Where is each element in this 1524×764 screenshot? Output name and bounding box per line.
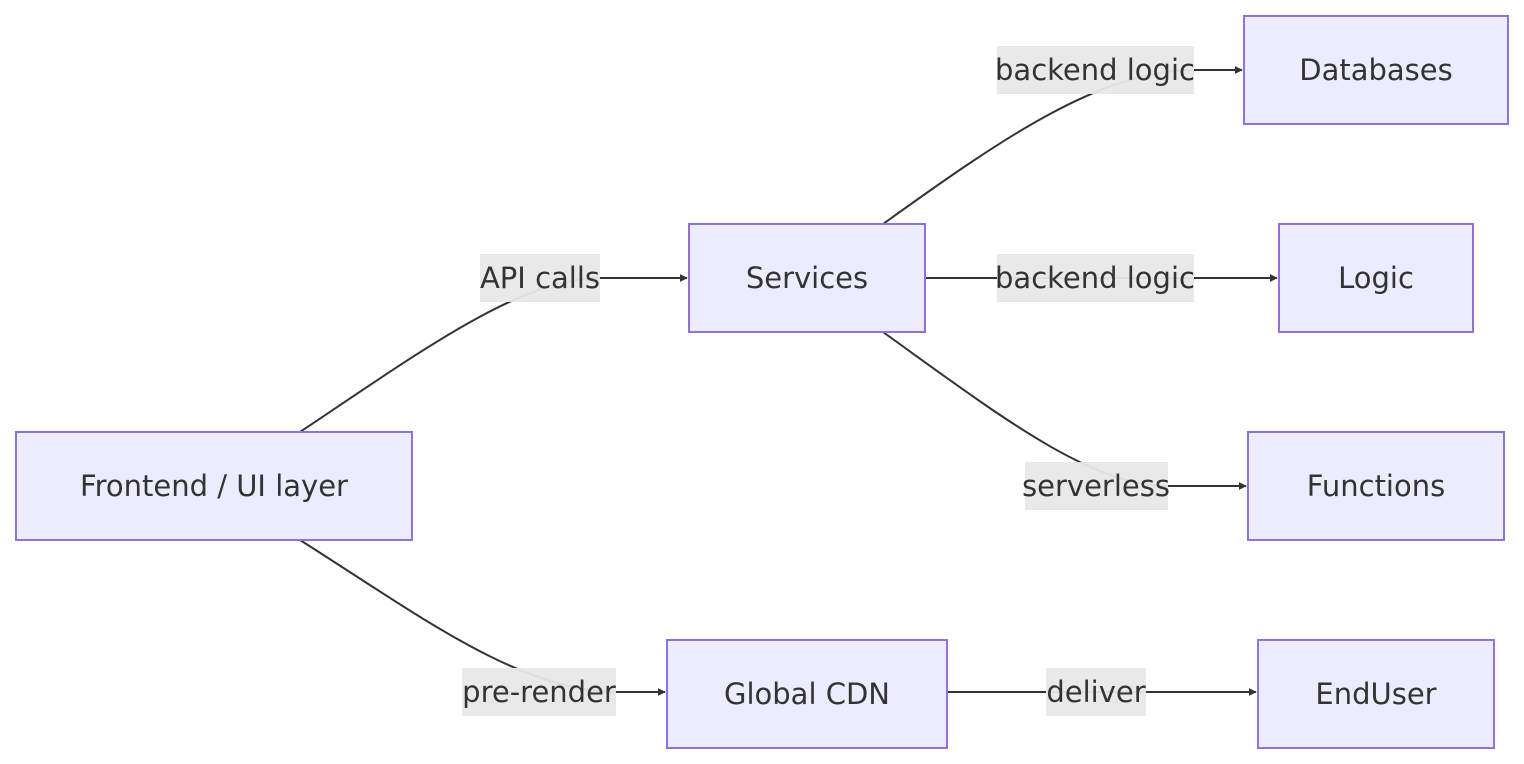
node-enduser[interactable]: EndUser xyxy=(1257,639,1495,749)
edge-labels: API calls pre-render backend logic backe… xyxy=(462,46,1195,716)
node-label: Global CDN xyxy=(724,677,890,711)
node-label: Services xyxy=(746,261,868,295)
edge-label-serverless: serverless xyxy=(1022,462,1170,510)
edge-label-text: pre-render xyxy=(462,675,616,709)
edge-label-text: backend logic xyxy=(995,53,1195,87)
node-logic[interactable]: Logic xyxy=(1278,223,1474,333)
node-label: Frontend / UI layer xyxy=(80,469,348,503)
edge-label-pre-render: pre-render xyxy=(462,668,616,716)
node-label: EndUser xyxy=(1315,677,1436,711)
nodes: Frontend / UI layer Services Databases L… xyxy=(15,15,1509,749)
edge-label-backend-logic-databases: backend logic xyxy=(995,46,1195,94)
edge-label-text: API calls xyxy=(480,261,600,295)
node-label: Functions xyxy=(1307,469,1445,503)
node-functions[interactable]: Functions xyxy=(1247,431,1505,541)
edge-label-api-calls: API calls xyxy=(480,254,600,302)
edge-label-deliver: deliver xyxy=(1046,668,1146,716)
edge-label-text: deliver xyxy=(1046,675,1145,709)
node-services[interactable]: Services xyxy=(688,223,926,333)
node-global-cdn[interactable]: Global CDN xyxy=(666,639,948,749)
node-frontend[interactable]: Frontend / UI layer xyxy=(15,431,413,541)
edge-label-backend-logic-logic: backend logic xyxy=(995,254,1195,302)
edge-label-text: backend logic xyxy=(995,261,1195,295)
edge-label-text: serverless xyxy=(1022,469,1170,503)
node-databases[interactable]: Databases xyxy=(1243,15,1509,125)
node-label: Databases xyxy=(1299,53,1452,87)
edges xyxy=(299,66,1278,696)
node-label: Logic xyxy=(1338,261,1414,295)
